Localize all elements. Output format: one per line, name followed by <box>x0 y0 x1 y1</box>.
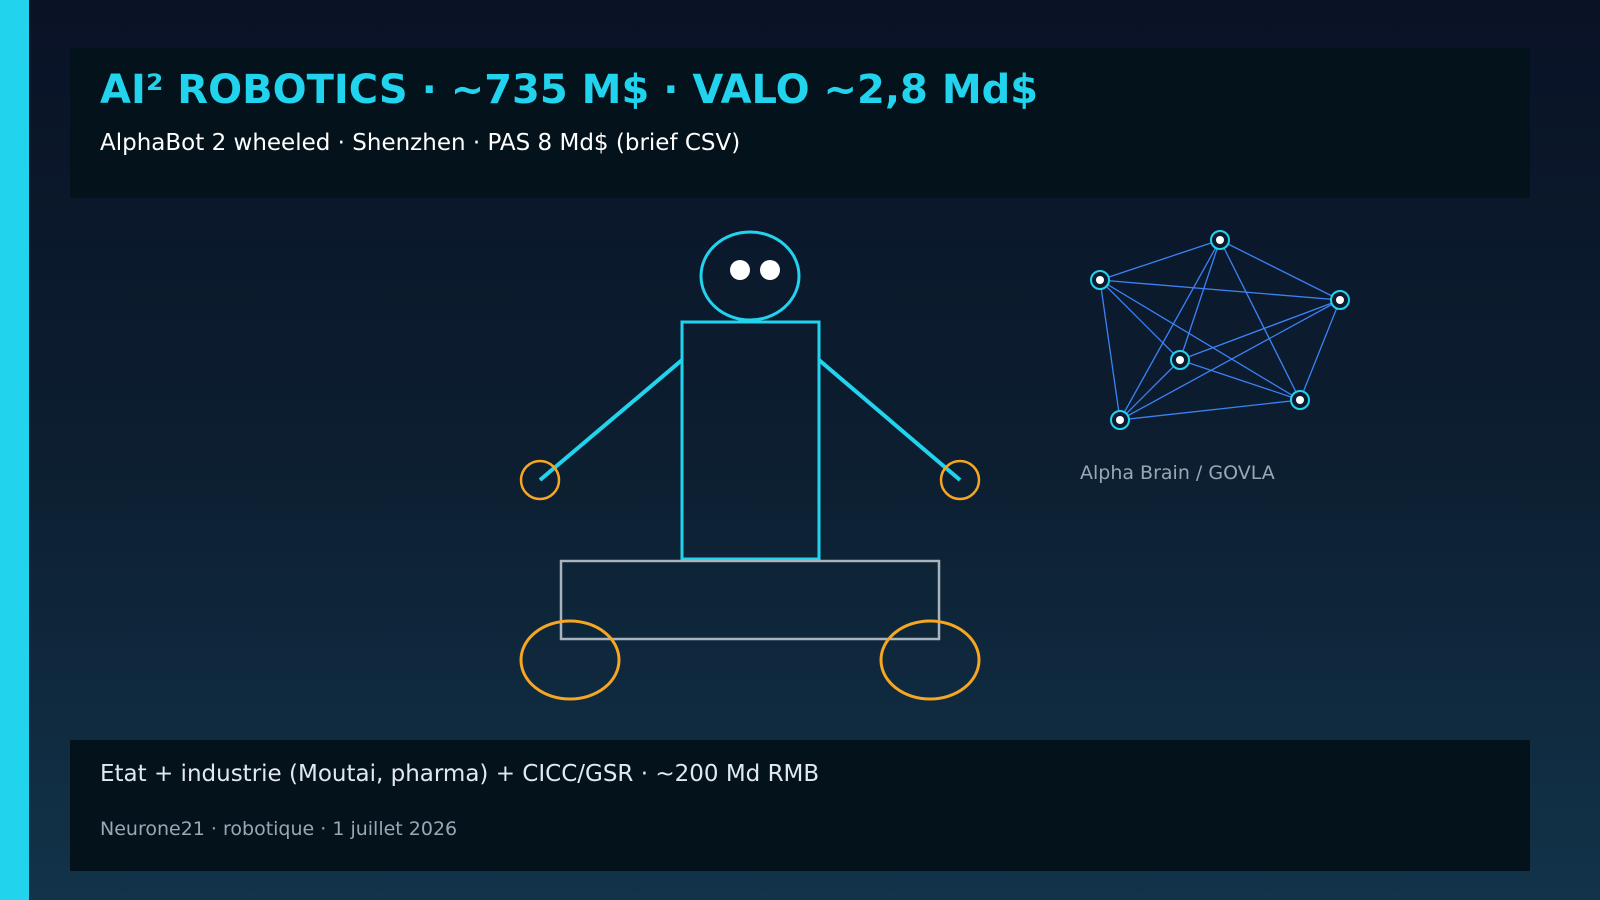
page-subtitle: AlphaBot 2 wheeled · Shenzhen · PAS 8 Md… <box>100 130 741 156</box>
robot-arm-right <box>817 358 962 482</box>
footer-panel: Etat + industrie (Moutai, pharma) + CICC… <box>70 740 1530 871</box>
robot-body <box>680 320 821 561</box>
robot-eye-left <box>730 260 750 280</box>
network-caption: Alpha Brain / GOVLA <box>1080 462 1275 484</box>
wheeled-robot-icon <box>519 230 981 701</box>
neural-network-icon <box>1090 230 1350 430</box>
robot-hand-right <box>939 459 981 501</box>
robot-base <box>559 559 941 641</box>
robot-hand-left <box>519 459 561 501</box>
robot-wheel-left <box>519 619 621 701</box>
header-panel: AI² ROBOTICS · ~735 M$ · VALO ~2,8 Md$ A… <box>70 48 1530 198</box>
robot-head <box>699 230 801 322</box>
footer-main-text: Etat + industrie (Moutai, pharma) + CICC… <box>100 761 820 787</box>
page-title: AI² ROBOTICS · ~735 M$ · VALO ~2,8 Md$ <box>100 67 1039 113</box>
footer-meta-text: Neurone21 · robotique · 1 juillet 2026 <box>100 818 458 840</box>
accent-bar <box>0 0 29 900</box>
robot-wheel-right <box>879 619 981 701</box>
robot-arm-left <box>538 358 684 482</box>
robot-eye-right <box>760 260 780 280</box>
